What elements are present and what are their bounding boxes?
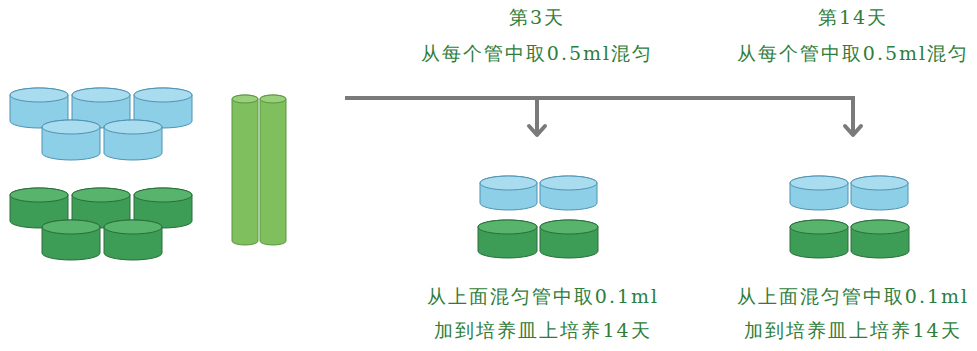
dish-body: [540, 176, 597, 210]
step-note: 加到培养皿上培养14天: [434, 319, 651, 342]
dish-top: [134, 188, 192, 202]
step-note: 从上面混匀管中取0.1ml: [737, 285, 969, 308]
arrow-shaft: [851, 98, 855, 134]
dish-body: [478, 220, 537, 258]
dish-top: [851, 176, 908, 190]
test-tube: [260, 95, 286, 245]
dish-body: [104, 120, 162, 160]
culture-dish: [851, 176, 908, 210]
dish-body: [42, 120, 100, 160]
dish-body: [104, 220, 162, 260]
dish-top: [134, 88, 192, 102]
step-label: 第3天: [509, 6, 565, 29]
culture-dish: [540, 176, 597, 210]
dish-body: [851, 220, 909, 258]
dish-top: [42, 220, 100, 234]
step-label: 从每个管中取0.5ml混匀: [421, 42, 653, 65]
dish-top: [540, 176, 597, 190]
dish-top: [851, 220, 909, 234]
dish-top: [72, 188, 130, 202]
culture-dish: [540, 220, 598, 258]
step-note: 加到培养皿上培养14天: [744, 319, 961, 342]
dish-top: [10, 188, 68, 202]
dish-top: [42, 120, 100, 134]
arrow-head: [529, 126, 545, 135]
dish-top: [790, 220, 848, 234]
step-label: 从每个管中取0.5ml混匀: [737, 42, 969, 65]
dish-top: [480, 176, 537, 190]
culture-dish: [790, 220, 848, 258]
dish-body: [480, 176, 537, 210]
dish-body: [540, 220, 598, 258]
tube-top: [232, 95, 258, 103]
culture-dish: [851, 220, 909, 258]
culture-dish: [42, 120, 100, 160]
timeline-line: [345, 96, 855, 100]
dish-top: [104, 220, 162, 234]
tube-body: [260, 95, 286, 245]
culture-dish: [42, 220, 100, 260]
dish-body: [790, 176, 848, 210]
dish-top: [10, 88, 68, 102]
dish-top: [478, 220, 537, 234]
culture-dish: [478, 220, 537, 258]
step-note: 从上面混匀管中取0.1ml: [427, 285, 659, 308]
dish-top: [540, 220, 598, 234]
arrow-head: [845, 126, 861, 135]
dish-body: [42, 220, 100, 260]
arrow-shaft: [535, 98, 539, 134]
dish-top: [790, 176, 848, 190]
culture-dish: [790, 176, 848, 210]
culture-dish: [104, 120, 162, 160]
culture-dish: [480, 176, 537, 210]
tube-body: [232, 95, 258, 245]
dish-body: [790, 220, 848, 258]
test-tube: [232, 95, 258, 245]
tube-top: [260, 95, 286, 103]
dish-body: [851, 176, 908, 210]
culture-dish: [104, 220, 162, 260]
dish-top: [104, 120, 162, 134]
step-label: 第14天: [818, 6, 888, 29]
dish-top: [72, 88, 130, 102]
